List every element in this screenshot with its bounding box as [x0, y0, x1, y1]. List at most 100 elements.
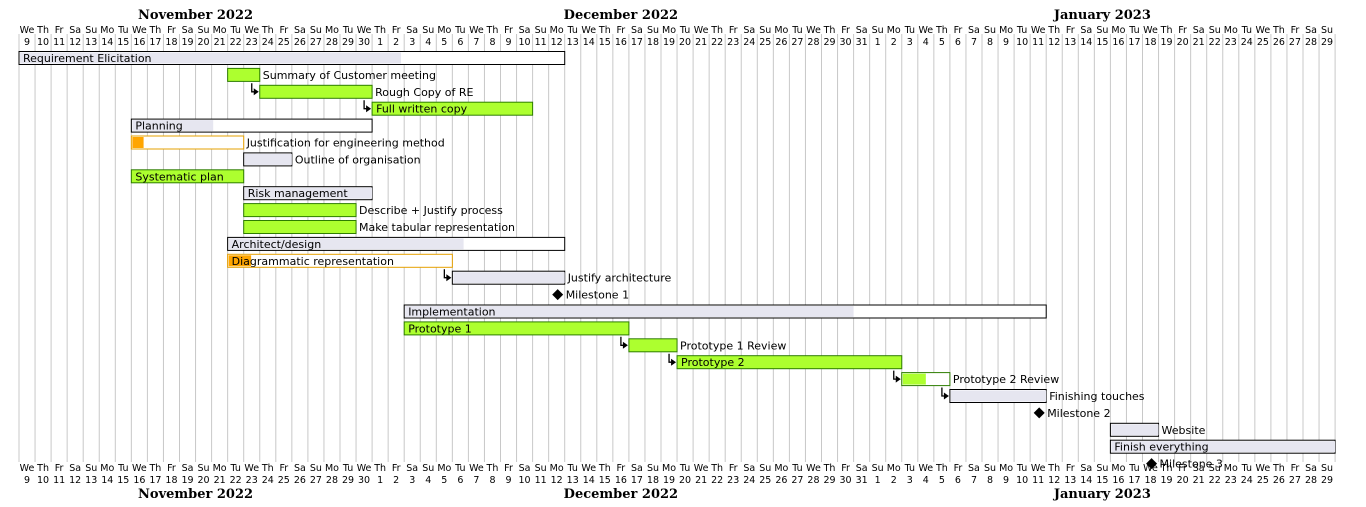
weekday-label: Tu — [454, 463, 465, 474]
day-number-label: 14 — [1080, 475, 1092, 486]
weekday-label: We — [132, 25, 147, 36]
weekday-label: We — [1031, 463, 1046, 474]
weekday-label: Fr — [1291, 463, 1300, 474]
weekday-label: We — [132, 463, 147, 474]
weekday-label: Tu — [679, 463, 690, 474]
day-number-label: 8 — [987, 475, 993, 486]
weekday-label: Tu — [1241, 25, 1252, 36]
day-number-label: 28 — [807, 475, 819, 486]
day-number-label: 12 — [1048, 37, 1060, 48]
weekday-label: We — [20, 25, 35, 36]
weekday-label: We — [581, 463, 596, 474]
task-label: Planning — [135, 120, 182, 133]
day-number-label: 11 — [53, 475, 65, 486]
task-bar — [676, 355, 903, 370]
weekday-label: Su — [872, 463, 884, 474]
day-number-label: 31 — [856, 37, 868, 48]
day-number-label: 5 — [939, 37, 945, 48]
task-label: Requirement Elicitation — [23, 52, 152, 65]
weekday-label: Mo — [774, 463, 788, 474]
day-number-label: 25 — [1257, 475, 1269, 486]
day-number-label: 29 — [1321, 475, 1333, 486]
weekday-label: Fr — [729, 25, 738, 36]
weekday-label: Fr — [617, 25, 626, 36]
day-number-label: 5 — [441, 475, 447, 486]
weekday-label: Mo — [550, 25, 564, 36]
day-number-label: 19 — [1161, 37, 1173, 48]
weekday-label: We — [469, 25, 484, 36]
month-label: January 2023 — [1053, 487, 1151, 502]
day-number-label: 10 — [1016, 37, 1028, 48]
weekday-label: Mo — [213, 463, 227, 474]
day-number-label: 3 — [409, 37, 415, 48]
day-number-label: 12 — [1048, 475, 1060, 486]
dependency-arrowhead — [622, 341, 628, 349]
weekday-label: Fr — [1066, 463, 1075, 474]
dependency-arrowhead — [446, 274, 452, 282]
day-number-label: 24 — [262, 37, 274, 48]
day-number-label: 14 — [583, 37, 595, 48]
weekday-label: Tu — [229, 463, 240, 474]
task-bar — [130, 169, 245, 184]
weekday-label: Th — [935, 25, 948, 36]
task-label: Rough Copy of RE — [375, 86, 473, 99]
month-label: January 2023 — [1053, 8, 1151, 23]
day-number-label: 27 — [310, 37, 322, 48]
weekday-label: Th — [1160, 463, 1173, 474]
weekday-label: We — [1143, 25, 1158, 36]
day-number-label: 28 — [1305, 475, 1317, 486]
task-bar — [243, 220, 357, 234]
day-number-label: 12 — [69, 475, 81, 486]
day-number-label: 19 — [181, 475, 193, 486]
weekday-label: Th — [261, 25, 274, 36]
weekday-label: Mo — [550, 463, 564, 474]
weekday-label: Tu — [679, 25, 690, 36]
day-number-label: 23 — [246, 37, 258, 48]
day-number-label: 19 — [663, 475, 675, 486]
dependency-arrowhead — [943, 392, 949, 400]
weekday-label: Fr — [392, 463, 401, 474]
weekday-label: Sa — [631, 25, 643, 36]
weekday-label: Sa — [1080, 463, 1092, 474]
weekday-label: Tu — [791, 463, 802, 474]
weekday-label: Tu — [567, 463, 578, 474]
task-progress-fill — [902, 373, 926, 385]
weekday-label: Su — [647, 25, 659, 36]
day-number-label: 10 — [37, 37, 49, 48]
weekday-label: Th — [149, 463, 162, 474]
day-number-label: 9 — [506, 37, 512, 48]
weekday-label: We — [581, 25, 596, 36]
weekday-label: Su — [1321, 463, 1333, 474]
weekday-label: We — [244, 463, 259, 474]
weekday-label: Su — [310, 463, 322, 474]
weekday-label: Th — [373, 25, 386, 36]
weekday-label: Mo — [887, 25, 901, 36]
day-number-label: 14 — [101, 37, 113, 48]
month-label: December 2022 — [564, 487, 678, 502]
day-number-label: 26 — [1273, 475, 1285, 486]
task-bar — [227, 253, 453, 268]
weekday-label: Tu — [1016, 25, 1027, 36]
task-bar — [243, 203, 357, 218]
task-label: Systematic plan — [135, 170, 223, 183]
milestone-label: Milestone 1 — [566, 289, 629, 302]
weekday-label: Su — [1096, 25, 1108, 36]
task-label: Outline of organisation — [295, 153, 421, 166]
weekday-label: Th — [1272, 463, 1285, 474]
day-number-label: 5 — [441, 37, 447, 48]
weekday-label: We — [918, 25, 933, 36]
weekday-label: Th — [1160, 25, 1173, 36]
weekday-label: Sa — [69, 463, 81, 474]
day-number-label: 20 — [198, 475, 210, 486]
weekday-label: Mo — [100, 25, 114, 36]
day-number-label: 24 — [1241, 475, 1253, 486]
day-number-label: 12 — [551, 37, 563, 48]
task-progress-fill — [453, 272, 565, 284]
weekday-label: Sa — [406, 463, 418, 474]
weekday-label: Th — [710, 25, 723, 36]
day-number-label: 19 — [181, 37, 193, 48]
day-number-label: 13 — [1064, 37, 1076, 48]
weekday-label: We — [244, 25, 259, 36]
day-number-label: 16 — [133, 37, 145, 48]
dependency-arrowhead — [366, 105, 372, 113]
